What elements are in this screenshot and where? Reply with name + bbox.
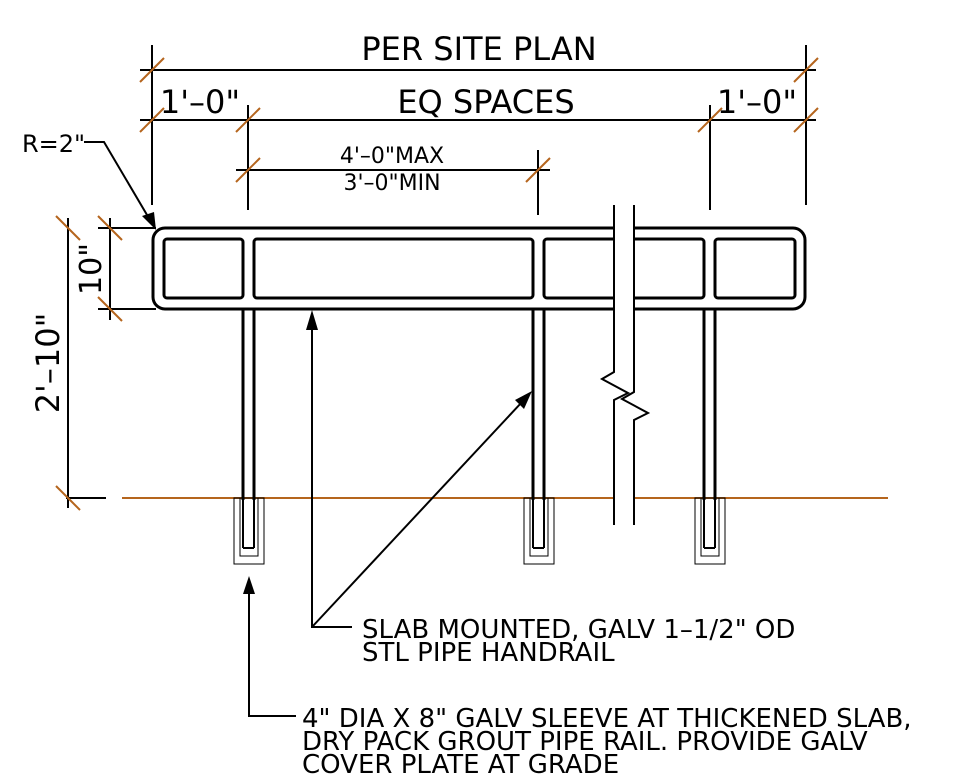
rail-panel	[162, 237, 245, 300]
height-dimensions: 10" 2'–10"	[29, 215, 156, 511]
total-tick-top	[55, 215, 81, 241]
break-line-right	[619, 205, 651, 525]
rail-panel	[252, 237, 535, 300]
handrail-note: SLAB MOUNTED, GALV 1–1/2" OD STL PIPE HA…	[306, 310, 795, 668]
spacing-tick-c	[697, 107, 723, 133]
break-line	[599, 200, 651, 530]
handrail-leader-2	[311, 401, 523, 628]
total-height-label: 2'–10"	[29, 313, 67, 414]
handrail-note-line-2: STL PIPE HANDRAIL	[362, 638, 615, 668]
right-end-dim-label: 1'–0"	[717, 83, 797, 121]
overall-tick-left	[139, 57, 165, 83]
radius-leader	[84, 141, 151, 221]
sleeve-leader	[248, 588, 296, 717]
overall-dimension: PER SITE PLAN	[139, 30, 819, 205]
sleeve-middle	[523, 497, 555, 565]
rail-height-label: 10"	[74, 243, 109, 295]
handrail-note-line-1: SLAB MOUNTED, GALV 1–1/2" OD	[362, 615, 795, 645]
break-line-left	[599, 205, 631, 525]
spacing-tick-d	[793, 107, 819, 133]
radius-label: R=2"	[22, 130, 85, 158]
radius-arrowhead	[142, 212, 156, 230]
sleeve-note-line-2: DRY PACK GROUT PIPE RAIL. PROVIDE GALV	[302, 727, 868, 757]
spacing-tick-a	[139, 107, 165, 133]
max-spacing-label: 4'–0"MAX	[340, 144, 444, 169]
min-spacing-label: 3'–0"MIN	[343, 171, 440, 196]
handrail-leader-1	[311, 322, 352, 628]
max-min-tick-left	[235, 157, 261, 183]
middle-dim-label: EQ SPACES	[397, 83, 574, 121]
rail-tick-top	[97, 215, 123, 241]
sleeve-note: 4" DIA X 8" GALV SLEEVE AT THICKENED SLA…	[243, 576, 912, 780]
spacing-tick-b	[235, 107, 261, 133]
break-gap	[614, 200, 634, 530]
rail-panels	[162, 237, 797, 300]
overall-tick-right	[793, 57, 819, 83]
post-middle	[531, 309, 546, 500]
post-left	[241, 309, 256, 500]
rail-tick-bottom	[97, 296, 123, 322]
post-right	[702, 309, 717, 500]
sleeve-right	[694, 497, 726, 565]
radius-callout: R=2"	[22, 130, 156, 230]
sleeve-note-line-3: COVER PLATE AT GRADE	[302, 750, 619, 780]
left-end-dim-label: 1'–0"	[160, 83, 240, 121]
handrail-arrowhead-2	[515, 391, 532, 409]
sleeve-arrowhead	[243, 576, 255, 594]
spacing-dimension: 1'–0" EQ SPACES 1'–0"	[139, 83, 819, 210]
rail-panel	[713, 237, 797, 300]
handrail	[151, 226, 807, 565]
max-min-tick-right	[525, 157, 551, 183]
overall-dim-label: PER SITE PLAN	[361, 30, 596, 68]
sleeve-left	[233, 497, 265, 565]
sleeve-note-line-1: 4" DIA X 8" GALV SLEEVE AT THICKENED SLA…	[302, 704, 912, 734]
max-min-dimension: 4'–0"MAX 3'–0"MIN	[235, 144, 551, 215]
total-tick-bottom	[55, 485, 81, 511]
rail-outer-outline	[151, 226, 807, 311]
handrail-arrowhead-1	[306, 310, 318, 330]
